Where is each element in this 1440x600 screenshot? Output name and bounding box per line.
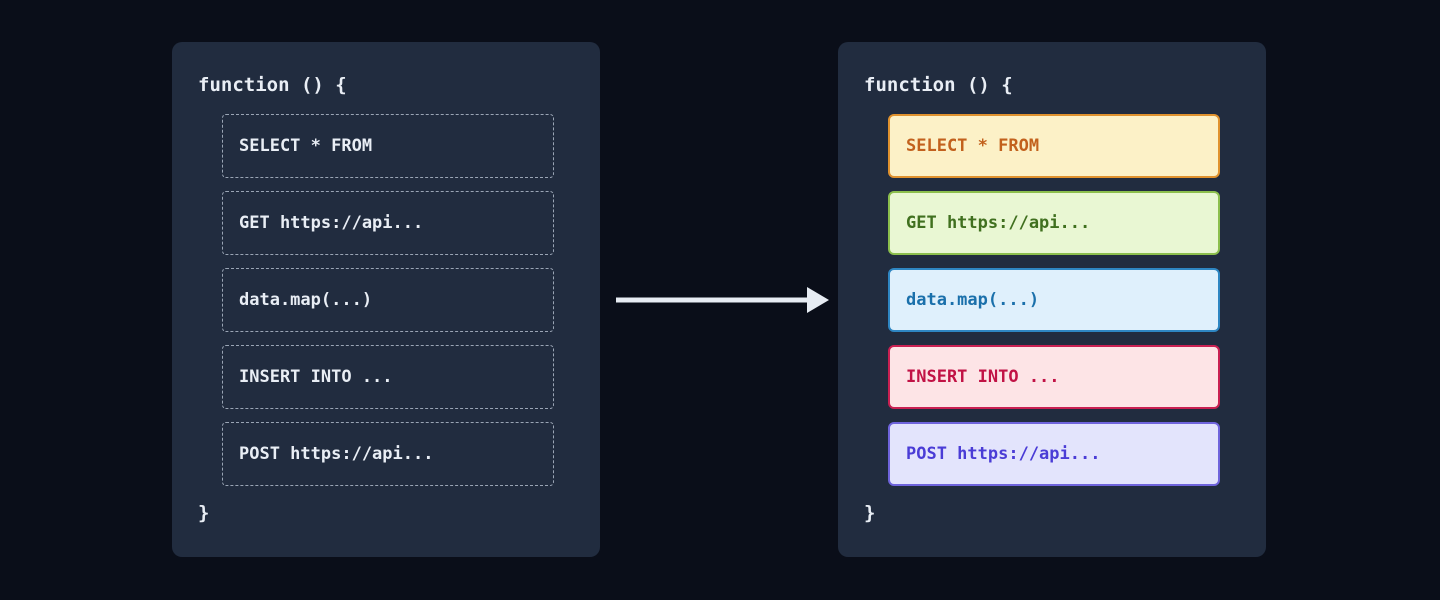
function-close-brace: }: [198, 502, 210, 524]
dashed-code-box-map: data.map(...): [222, 268, 554, 332]
right-code-panel: function () { SELECT * FROM GET https://…: [838, 42, 1266, 557]
function-open-brace: function () {: [864, 74, 1013, 96]
function-open-brace: function () {: [198, 74, 347, 96]
colored-code-box-map: data.map(...): [888, 268, 1220, 332]
dashed-code-box-insert: INSERT INTO ...: [222, 345, 554, 409]
code-line-label: INSERT INTO ...: [906, 367, 1060, 387]
left-box-list: SELECT * FROM GET https://api... data.ma…: [222, 114, 554, 486]
function-close-brace: }: [864, 502, 876, 524]
left-code-panel: function () { SELECT * FROM GET https://…: [172, 42, 600, 557]
code-line-label: GET https://api...: [239, 213, 424, 233]
colored-code-box-get: GET https://api...: [888, 191, 1220, 255]
dashed-code-box-post: POST https://api...: [222, 422, 554, 486]
code-line-label: SELECT * FROM: [239, 136, 373, 156]
code-line-label: INSERT INTO ...: [239, 367, 393, 387]
code-line-label: data.map(...): [239, 290, 373, 310]
dashed-code-box-select: SELECT * FROM: [222, 114, 554, 178]
code-line-label: data.map(...): [906, 290, 1040, 310]
right-arrow-icon: [616, 287, 829, 313]
colored-code-box-post: POST https://api...: [888, 422, 1220, 486]
right-box-list: SELECT * FROM GET https://api... data.ma…: [888, 114, 1220, 486]
colored-code-box-select: SELECT * FROM: [888, 114, 1220, 178]
code-line-label: GET https://api...: [906, 213, 1091, 233]
colored-code-box-insert: INSERT INTO ...: [888, 345, 1220, 409]
dashed-code-box-get: GET https://api...: [222, 191, 554, 255]
code-line-label: POST https://api...: [906, 444, 1101, 464]
code-line-label: SELECT * FROM: [906, 136, 1040, 156]
code-line-label: POST https://api...: [239, 444, 434, 464]
